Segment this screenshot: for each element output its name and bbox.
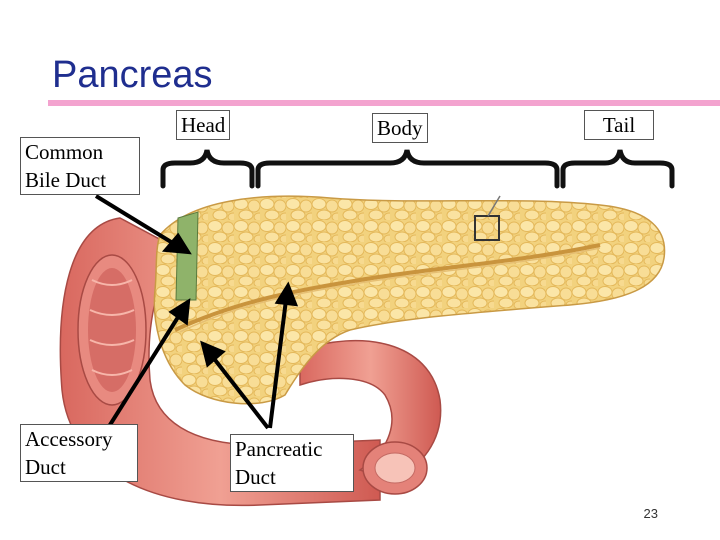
- head-brace: [160, 149, 255, 189]
- title-underline: [48, 100, 720, 106]
- common-bile-duct-line1: Common: [25, 140, 104, 164]
- pancreatic-duct-line1: Pancreatic: [235, 437, 323, 461]
- region-braces: [160, 149, 675, 189]
- pointer-arrows: [94, 194, 299, 430]
- accessory-duct-line1: Accessory: [25, 427, 113, 451]
- common-bile-duct-label: Common Bile Duct: [20, 137, 140, 195]
- accessory-duct-line2: Duct: [25, 455, 66, 479]
- head-label: Head: [176, 110, 231, 140]
- bile-duct-arrow: [94, 194, 178, 247]
- accessory-duct-label: Accessory Duct: [20, 424, 138, 482]
- slide-title: Pancreas: [52, 54, 213, 96]
- page-number: 23: [643, 506, 658, 521]
- accessory-duct-arrow: [106, 312, 182, 430]
- body-label: Body: [372, 113, 428, 143]
- body-brace: [255, 149, 560, 189]
- tail-brace: [560, 149, 675, 189]
- pancreas-gland: [153, 195, 666, 405]
- pancreatic-duct-label: Pancreatic Duct: [230, 434, 354, 492]
- pancreatic-duct-arrow-1: [268, 299, 288, 429]
- common-bile-duct-line2: Bile Duct: [25, 168, 107, 192]
- tail-label: Tail: [584, 110, 654, 140]
- pancreatic-duct-arrow-2: [210, 354, 270, 430]
- pancreatic-duct-line2: Duct: [235, 465, 276, 489]
- duodenum: [59, 217, 442, 507]
